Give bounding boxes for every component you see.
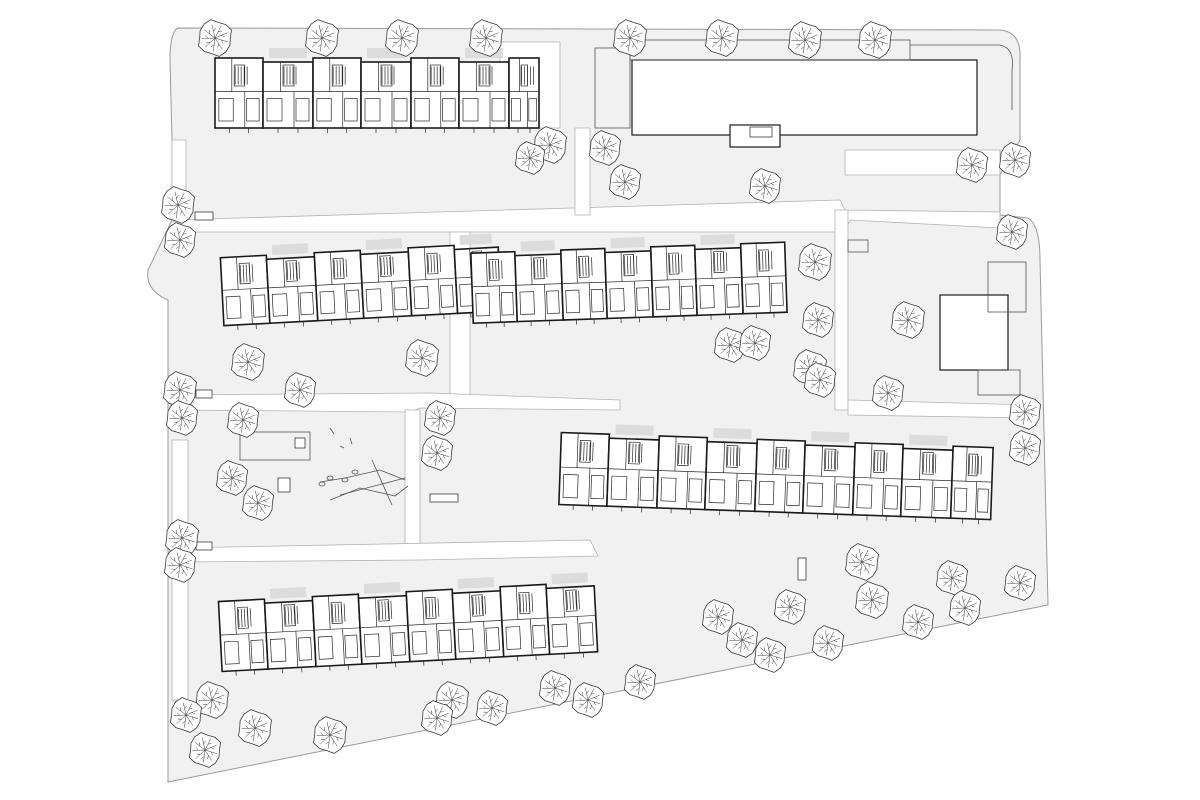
tree: [226, 402, 260, 438]
tree: [803, 362, 837, 398]
tree: [475, 690, 509, 726]
tree: [1008, 394, 1042, 430]
stair: [194, 211, 807, 581]
pedestrian-path: [404, 409, 421, 553]
tree: [385, 19, 419, 57]
tree: [305, 19, 339, 57]
housing-block: [217, 572, 599, 676]
playground: [239, 427, 409, 506]
tree: [165, 519, 199, 557]
tree: [188, 732, 222, 768]
tree: [514, 141, 546, 175]
tree: [725, 622, 759, 658]
tree: [948, 590, 982, 626]
tree: [901, 604, 935, 640]
tree: [613, 19, 647, 57]
housing-block: [214, 48, 540, 133]
tree: [169, 697, 203, 733]
tree: [935, 560, 969, 596]
tree: [858, 21, 892, 59]
tree: [955, 147, 989, 183]
pedestrian-path: [834, 209, 849, 411]
tree: [845, 543, 879, 581]
tree: [313, 716, 347, 754]
tree: [538, 670, 572, 706]
tree: [423, 400, 457, 436]
tree: [1008, 430, 1042, 466]
pedestrian-path: [171, 561, 189, 701]
housing-block: [558, 424, 994, 525]
tree: [198, 19, 232, 57]
pedestrian-path: [574, 127, 591, 216]
tree: [748, 168, 782, 204]
tree: [283, 372, 317, 408]
tree: [995, 214, 1029, 250]
tree: [1003, 565, 1037, 601]
tree: [891, 301, 925, 339]
tree: [195, 681, 229, 719]
tree: [773, 589, 807, 625]
tree: [738, 325, 772, 361]
tree: [798, 243, 832, 281]
tree: [871, 375, 905, 411]
tree: [163, 222, 197, 258]
tree: [588, 130, 622, 166]
tree: [241, 485, 275, 521]
tree: [811, 625, 845, 661]
tree: [571, 682, 605, 718]
tree: [161, 186, 195, 224]
tree: [163, 547, 197, 583]
tree-layer: [161, 19, 1042, 768]
housing-block: [470, 233, 788, 328]
tree: [231, 343, 265, 381]
tree: [608, 164, 642, 200]
tree: [705, 19, 739, 57]
tree: [420, 700, 454, 736]
existing-building: [594, 39, 1013, 148]
tree: [420, 435, 454, 471]
tree: [753, 637, 787, 673]
tree: [623, 664, 657, 700]
tree: [998, 142, 1032, 178]
tree: [469, 19, 503, 57]
tree: [215, 460, 249, 496]
tree: [713, 327, 747, 363]
tree: [788, 21, 822, 59]
existing-building: [847, 239, 1027, 396]
tree: [238, 709, 272, 747]
tree: [165, 400, 199, 436]
tree: [701, 599, 735, 635]
tree: [801, 302, 835, 338]
tree: [855, 581, 889, 619]
tree: [405, 339, 439, 377]
